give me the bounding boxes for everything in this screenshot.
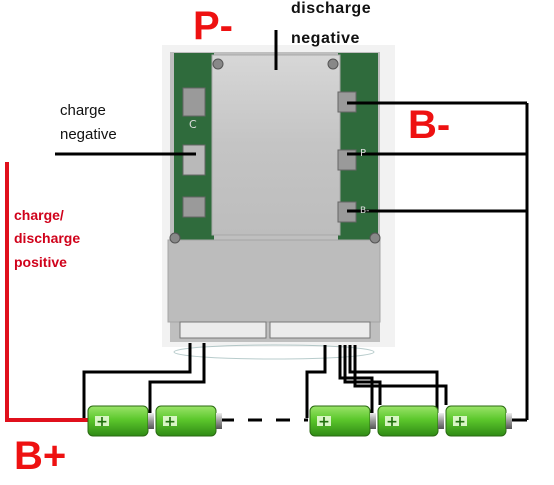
battery-cell-1: + [87, 405, 154, 437]
battery-cell-4: + [377, 405, 444, 437]
p-minus-label: P- [193, 4, 233, 48]
discharge-negative-label: negative [291, 30, 360, 47]
board-mark-p: P [360, 148, 366, 159]
svg-text:+: + [96, 414, 108, 430]
positive-label: positive [14, 254, 67, 270]
battery-pack: + + + + + [87, 405, 512, 437]
bms-board [162, 45, 395, 360]
balance-connector-left [179, 321, 267, 339]
svg-text:+: + [454, 414, 466, 430]
svg-text:+: + [386, 414, 398, 430]
lower-plate [167, 239, 381, 323]
discharge-label: discharge [291, 0, 372, 17]
positive-wire [5, 162, 90, 422]
balance-connector-right [269, 321, 371, 339]
charge-negative-label: negative [60, 126, 117, 143]
svg-text:+: + [164, 414, 176, 430]
b-plus-label: B+ [14, 434, 67, 478]
battery-cell-2: + [155, 405, 222, 437]
svg-text:+: + [318, 414, 330, 430]
heatsink-plate [211, 54, 341, 236]
battery-cell-3: + [309, 405, 376, 437]
charge-label: charge [60, 102, 106, 119]
board-mark-c: C [189, 118, 197, 131]
board-mark-b: B- [360, 206, 369, 216]
charge-discharge-label-2: discharge [14, 230, 81, 246]
battery-cell-5: + [445, 405, 512, 437]
b-minus-label: B- [408, 103, 451, 147]
black-wires [55, 30, 529, 422]
charge-discharge-label-1: charge/ [14, 207, 64, 223]
